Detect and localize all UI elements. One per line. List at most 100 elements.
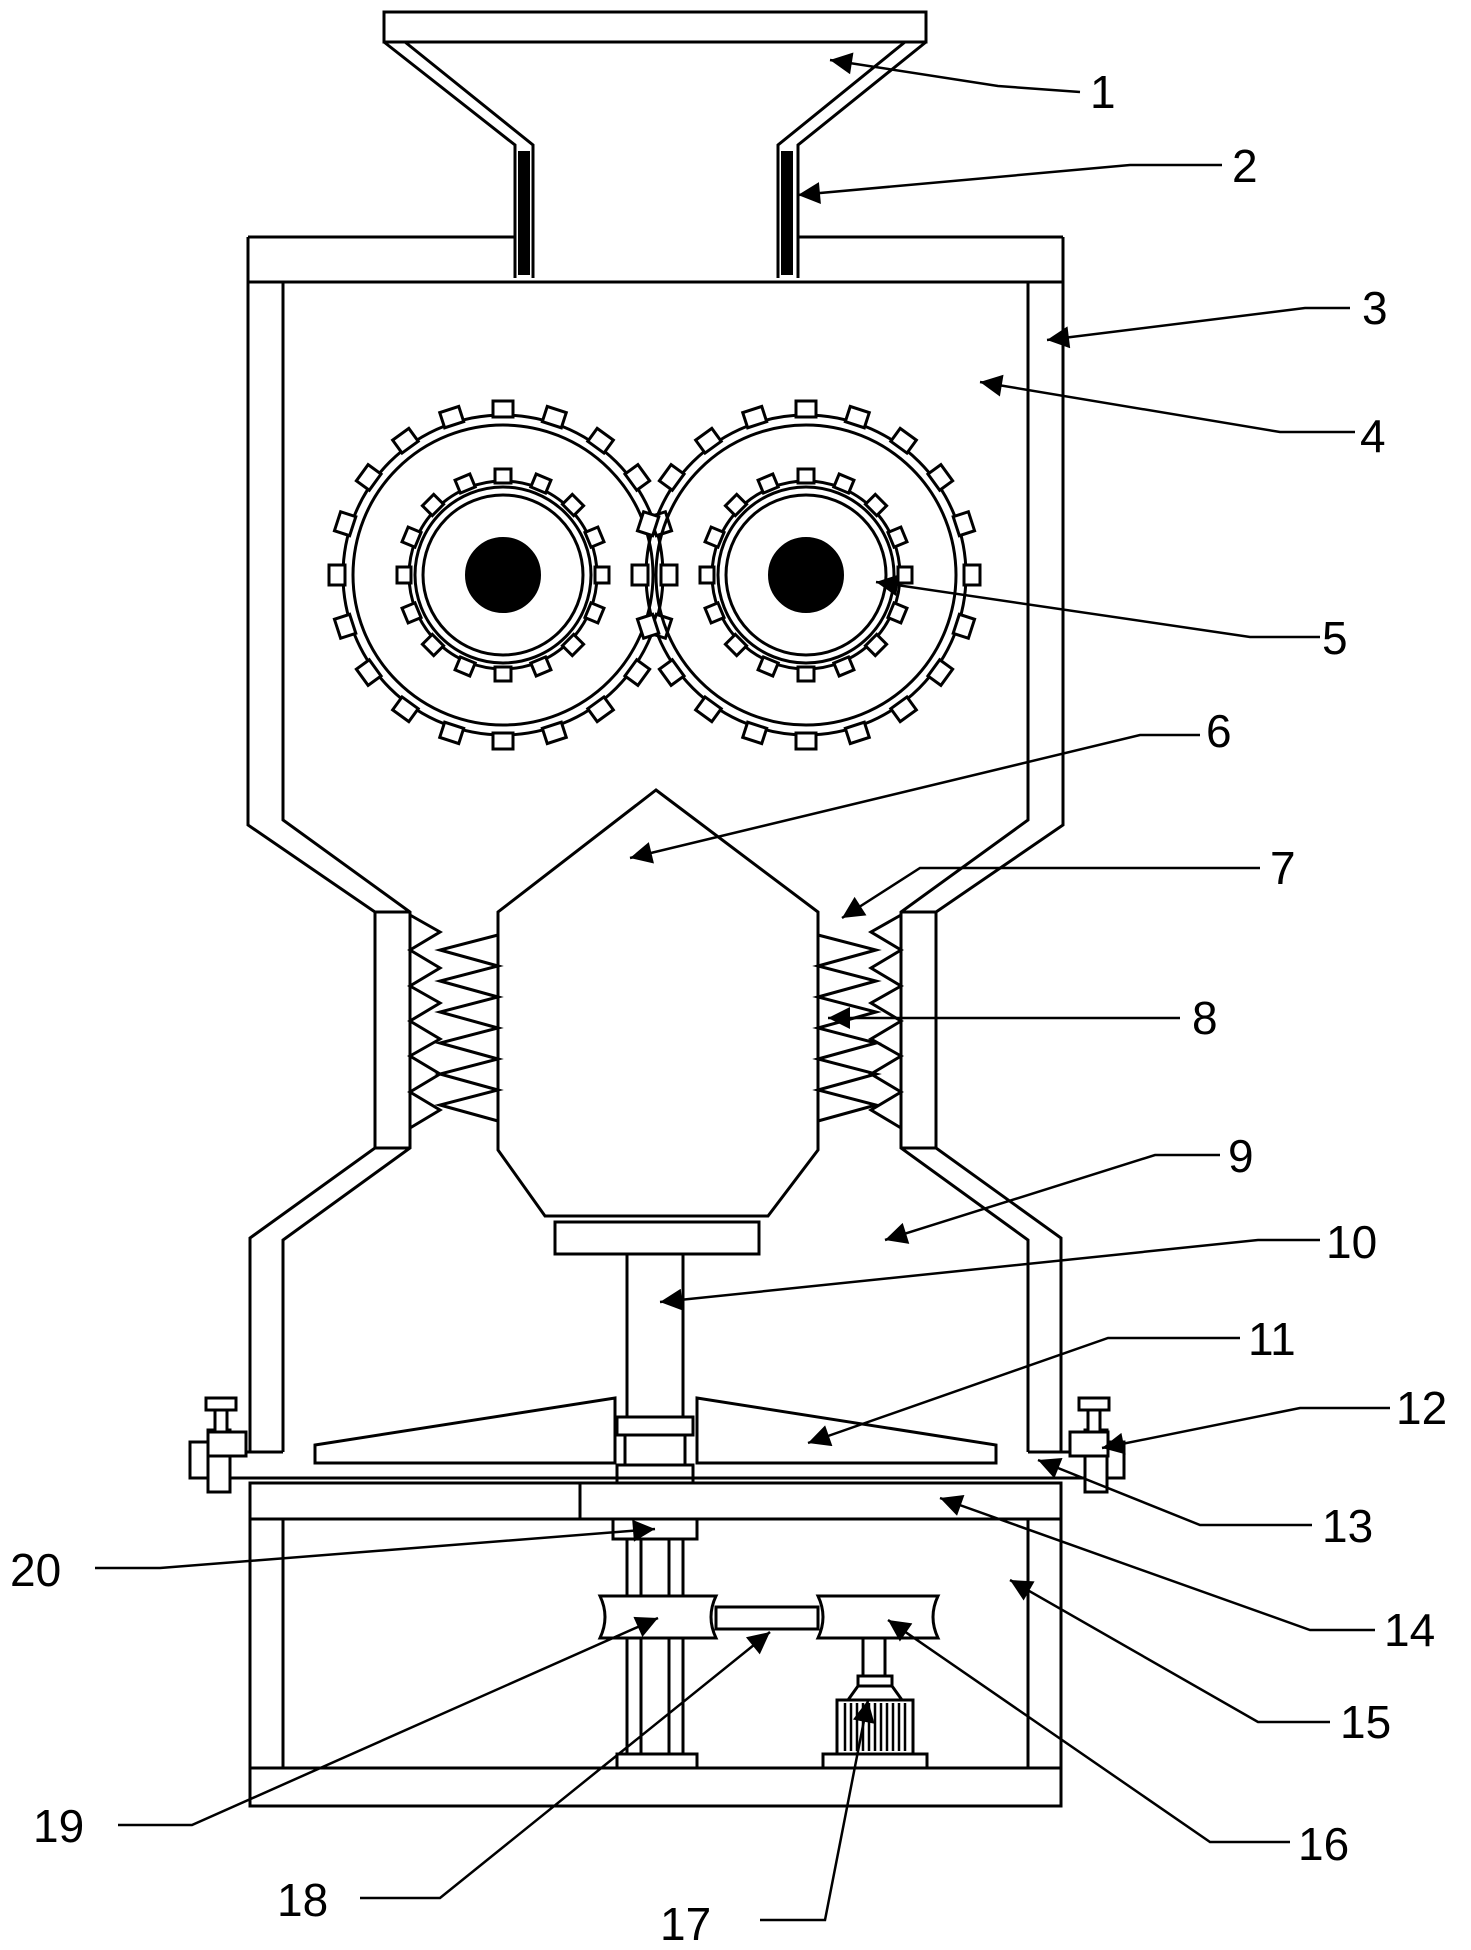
roller-tooth xyxy=(354,462,384,493)
roller-tooth xyxy=(703,600,727,625)
label-16: 16 xyxy=(1298,1818,1349,1870)
roller-tooth xyxy=(491,399,515,419)
label-20: 20 xyxy=(10,1544,61,1596)
housing-walls xyxy=(246,282,1065,1432)
roller-tooth xyxy=(585,694,616,724)
roller-tooth xyxy=(796,467,816,485)
label-3: 3 xyxy=(1362,282,1388,334)
roller-tooth xyxy=(740,720,769,746)
roller-tooth xyxy=(395,565,413,585)
roller-tooth xyxy=(698,565,716,585)
label-2: 2 xyxy=(1232,140,1258,192)
roller-tooth xyxy=(332,612,358,641)
roller-tooth xyxy=(540,404,569,430)
label-8: 8 xyxy=(1192,992,1218,1044)
roller-tooth xyxy=(622,657,652,688)
crushing-roller-right xyxy=(630,399,982,751)
label-1: 1 xyxy=(1090,66,1116,118)
roller-tooth xyxy=(560,632,586,658)
roller-tooth xyxy=(332,509,358,538)
roller-tooth xyxy=(528,472,553,496)
roller-tooth xyxy=(831,654,856,678)
roller-tooth xyxy=(951,612,977,641)
roller-tooth xyxy=(420,492,446,518)
roller-tooth xyxy=(896,565,914,585)
feed-hopper xyxy=(382,10,928,278)
label-14: 14 xyxy=(1384,1604,1435,1656)
roller-tooth xyxy=(703,525,727,550)
roller-tooth xyxy=(794,399,818,419)
part-labels: 1 2 3 4 5 6 7 8 9 10 11 12 13 14 15 16 1… xyxy=(10,66,1447,1950)
roller-tooth xyxy=(693,694,724,724)
roller-tooth xyxy=(885,525,909,550)
label-6: 6 xyxy=(1206,705,1232,757)
roller-tooth xyxy=(659,563,679,587)
roller-tooth xyxy=(635,612,661,641)
label-4: 4 xyxy=(1360,410,1386,462)
roller-tooth xyxy=(528,654,553,678)
roller-tooth xyxy=(390,426,421,456)
leader-lines xyxy=(95,52,1390,1922)
roller-tooth xyxy=(925,462,955,493)
roller-tooth xyxy=(756,654,781,678)
roller-tooth xyxy=(630,563,650,587)
driving-pulley xyxy=(815,1594,941,1640)
roller-tooth xyxy=(390,694,421,724)
roller-tooth xyxy=(740,404,769,430)
roller-tooth xyxy=(453,654,478,678)
roller-tooth xyxy=(327,563,347,587)
roller-tooth xyxy=(863,632,889,658)
roller-tooth xyxy=(585,426,616,456)
vertical-shaft xyxy=(615,1537,699,1770)
roller-tooth xyxy=(925,657,955,688)
roller-tooth xyxy=(437,404,466,430)
lower-frame xyxy=(248,1519,1063,1808)
motor xyxy=(821,1636,929,1770)
driven-pulley xyxy=(597,1594,719,1640)
roller-tooth xyxy=(400,525,424,550)
roller-tooth xyxy=(962,563,982,587)
roller-tooth xyxy=(437,720,466,746)
label-11: 11 xyxy=(1248,1313,1296,1365)
grinding-teeth xyxy=(407,913,904,1130)
seal-strips xyxy=(518,151,793,275)
roller-tooth xyxy=(622,462,652,493)
roller-tooth xyxy=(888,426,919,456)
belt xyxy=(714,1605,820,1631)
roller-tooth xyxy=(796,665,816,683)
roller-tooth xyxy=(843,720,872,746)
roller-tooth xyxy=(657,657,687,688)
roller-tooth xyxy=(693,426,724,456)
roller-tooth xyxy=(657,462,687,493)
roller-tooth xyxy=(420,632,446,658)
roller-tooth xyxy=(756,472,781,496)
roller-tooth xyxy=(453,472,478,496)
label-13: 13 xyxy=(1322,1500,1373,1552)
roller-tooth xyxy=(885,600,909,625)
partition-plate xyxy=(248,1481,1063,1541)
grinding-cone xyxy=(496,788,820,1256)
roller-tooth xyxy=(582,525,606,550)
roller-tooth xyxy=(831,472,856,496)
label-18: 18 xyxy=(277,1874,328,1926)
label-10: 10 xyxy=(1326,1216,1377,1268)
roller-tooth xyxy=(593,565,611,585)
drive-shaft xyxy=(615,1252,695,1485)
roller-tooth xyxy=(582,600,606,625)
crushing-roller-left xyxy=(327,399,679,751)
roller-tooth xyxy=(723,492,749,518)
roller-tooth xyxy=(951,509,977,538)
roller-tooth xyxy=(794,731,818,751)
roller-tooth xyxy=(493,665,513,683)
label-17: 17 xyxy=(660,1898,711,1950)
outlet-valve-left xyxy=(188,1396,248,1494)
roller-tooth xyxy=(863,492,889,518)
roller-tooth xyxy=(400,600,424,625)
roller-tooth xyxy=(491,731,515,751)
roller-tooth xyxy=(560,492,586,518)
label-7: 7 xyxy=(1270,842,1296,894)
top-plate xyxy=(246,235,1065,284)
roller-tooth xyxy=(354,657,384,688)
